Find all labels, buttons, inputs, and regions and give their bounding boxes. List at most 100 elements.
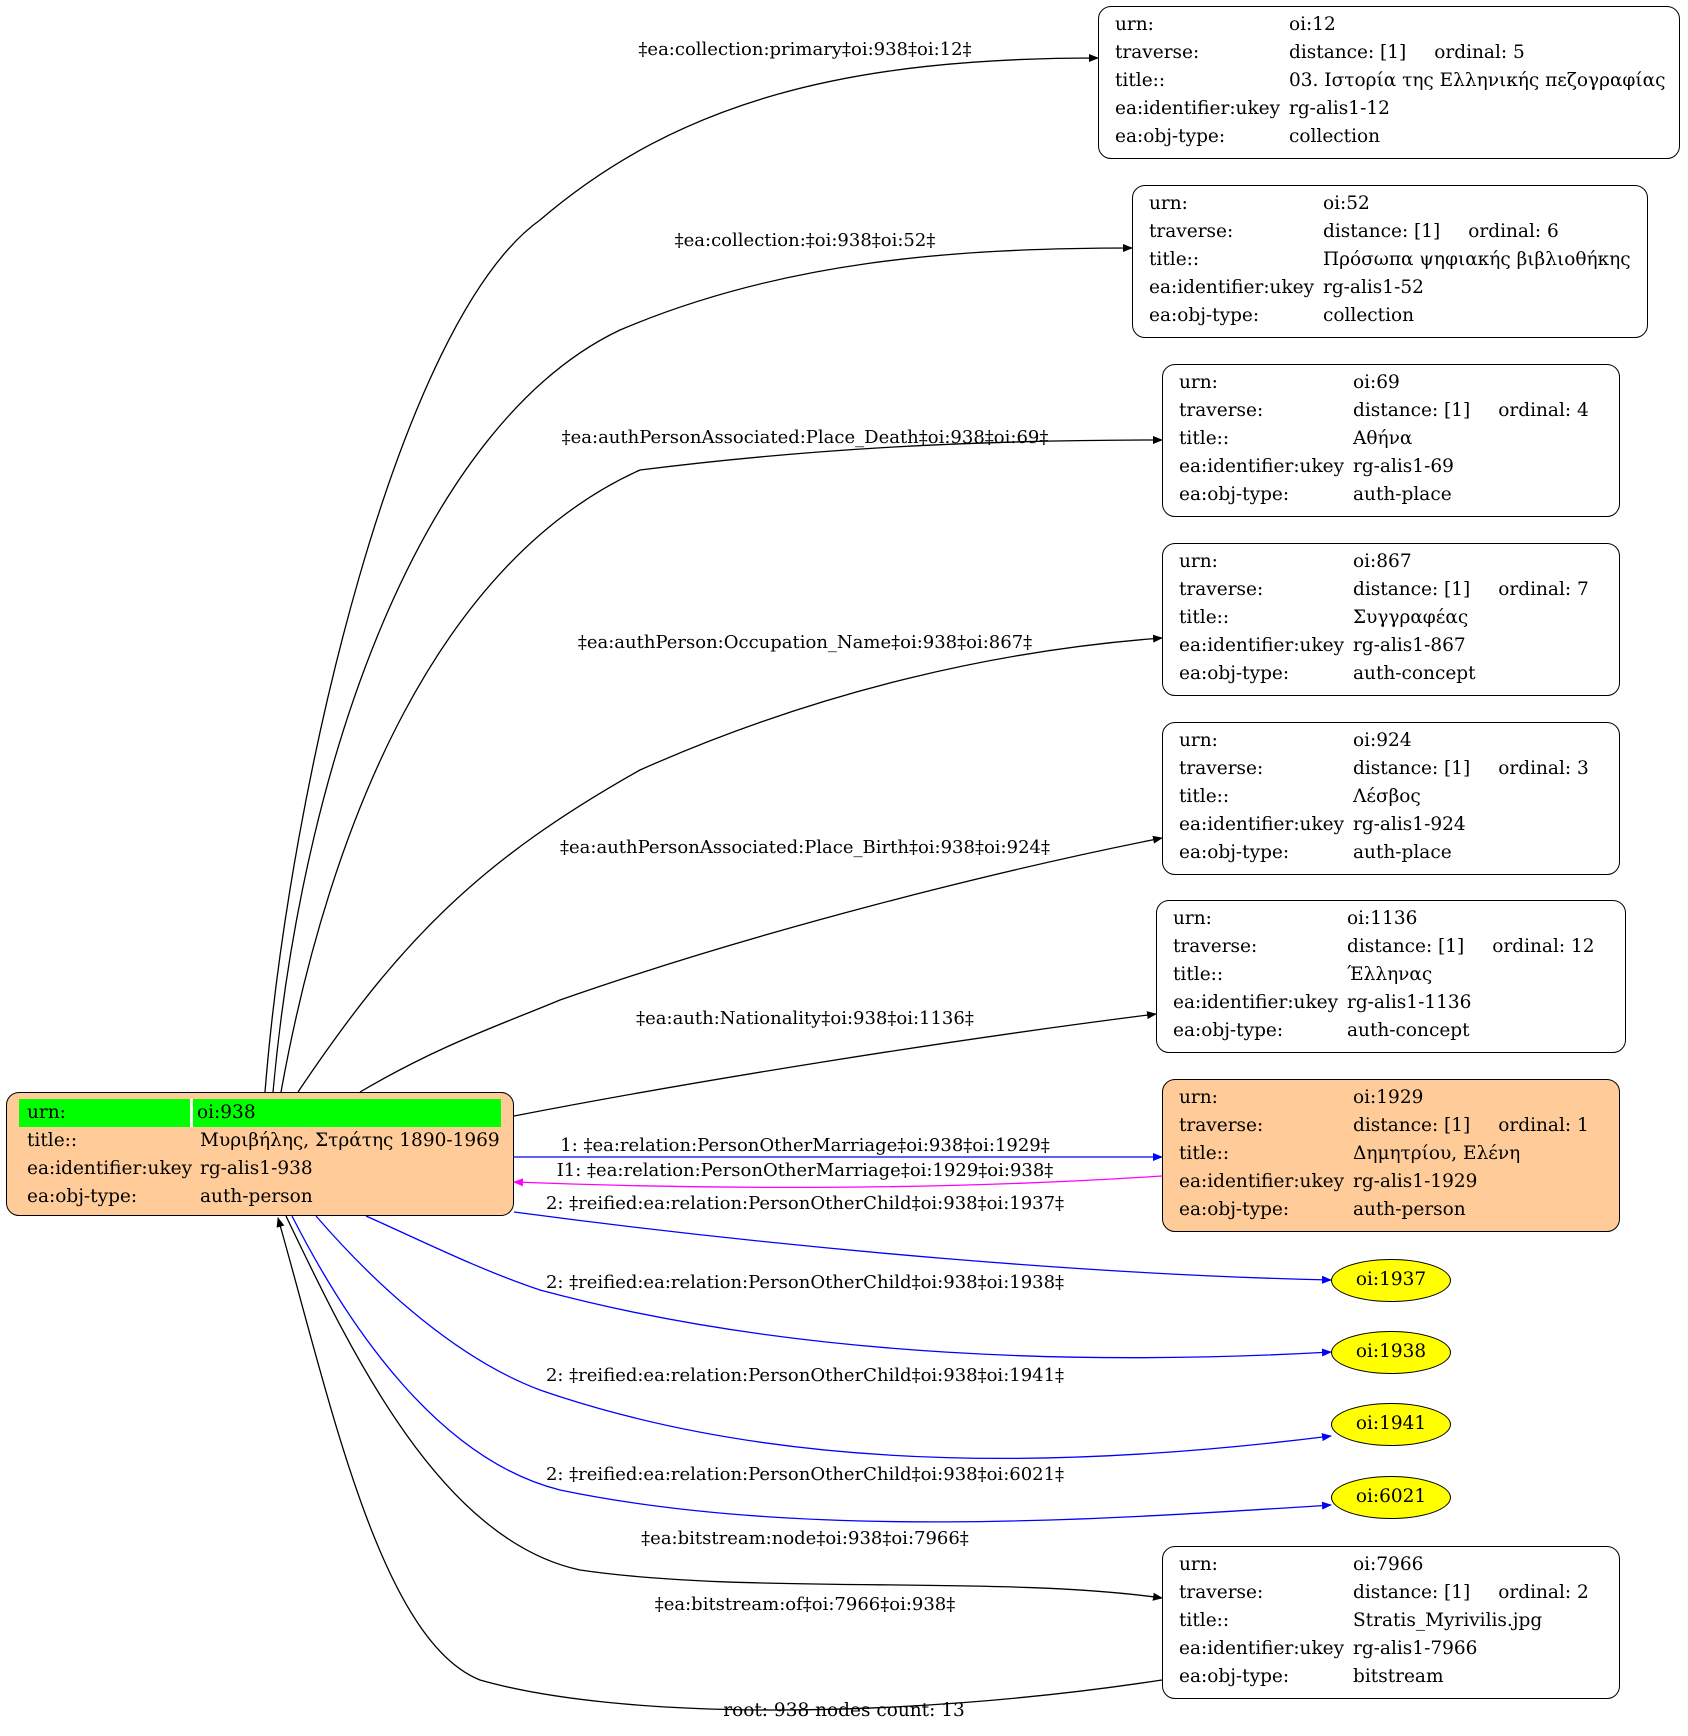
field-label-ukey: ea:identifier:ukey <box>1173 992 1339 1013</box>
graph-footer: root: 938 nodes count: 13 <box>723 1700 965 1721</box>
node-oi1136[interactable]: urn:oi:1136 traverse:distance: [1]ordina… <box>1156 900 1626 1053</box>
field-label-urn: urn: <box>1179 1554 1218 1575</box>
node-ukey: rg-alis1-7966 <box>1353 1638 1478 1659</box>
node-oi924[interactable]: urn:oi:924 traverse:distance: [1]ordinal… <box>1162 722 1620 875</box>
ellipse-node-oi1941[interactable]: oi:1941 <box>1331 1403 1451 1446</box>
node-ordinal: ordinal: 3 <box>1498 758 1589 779</box>
field-label-ukey: ea:identifier:ukey <box>1149 277 1315 298</box>
edge-label-collection: ‡ea:collection:‡oi:938‡oi:52‡ <box>675 230 936 251</box>
node-ordinal: ordinal: 5 <box>1434 42 1525 63</box>
field-label-title: title:: <box>1179 1143 1230 1164</box>
field-label-traverse: traverse: <box>1179 758 1264 779</box>
node-oi1929[interactable]: urn:oi:1929 traverse:distance: [1]ordina… <box>1162 1079 1620 1232</box>
node-urn: oi:69 <box>1353 372 1400 393</box>
edge-label-occupation: ‡ea:authPerson:Occupation_Name‡oi:938‡oi… <box>578 632 1032 653</box>
node-ukey: rg-alis1-52 <box>1323 277 1424 298</box>
node-title: Πρόσωπα ψηφιακής βιβλιοθήκης <box>1323 249 1631 270</box>
field-label-urn: urn: <box>1179 1087 1218 1108</box>
node-urn: oi:1136 <box>1347 908 1418 929</box>
field-label-traverse: traverse: <box>1179 579 1264 600</box>
node-obj-type: collection <box>1289 126 1381 147</box>
node-urn: oi:924 <box>1353 730 1412 751</box>
field-label-ukey: ea:identifier:ukey <box>1179 1638 1345 1659</box>
root-row-urn: urn: oi:938 <box>19 1099 501 1127</box>
node-oi7966[interactable]: urn:oi:7966 traverse:distance: [1]ordina… <box>1162 1546 1620 1699</box>
field-label-title: title:: <box>1179 607 1230 628</box>
edge-label-bitstream-of: ‡ea:bitstream:of‡oi:7966‡oi:938‡ <box>655 1594 956 1615</box>
field-label-obj-type: ea:obj-type: <box>1179 842 1290 863</box>
field-label-obj-type: ea:obj-type: <box>1149 305 1260 326</box>
field-label-obj-type: ea:obj-type: <box>1173 1020 1284 1041</box>
node-ordinal: ordinal: 6 <box>1468 221 1559 242</box>
root-row-ukey: ea:identifier:ukey rg-alis1-938 <box>19 1155 501 1183</box>
field-label-ukey: ea:identifier:ukey <box>1179 1171 1345 1192</box>
node-ordinal: ordinal: 7 <box>1498 579 1589 600</box>
node-distance: distance: [1] <box>1353 1115 1471 1136</box>
field-label-obj-type: ea:obj-type: <box>1179 484 1290 505</box>
node-obj-type: collection <box>1323 305 1415 326</box>
field-label-ukey: ea:identifier:ukey <box>1179 456 1345 477</box>
node-distance: distance: [1] <box>1353 400 1471 421</box>
field-label-urn: urn: <box>1179 551 1218 572</box>
node-title: Έλληνας <box>1347 964 1433 985</box>
field-label-traverse: traverse: <box>1179 400 1264 421</box>
node-ukey: rg-alis1-924 <box>1353 814 1466 835</box>
ellipse-node-oi6021[interactable]: oi:6021 <box>1331 1476 1451 1519</box>
ellipse-node-oi1938[interactable]: oi:1938 <box>1331 1331 1451 1374</box>
edge-label-child-1937: 2: ‡reified:ea:relation:PersonOtherChild… <box>546 1193 1064 1214</box>
node-obj-type: auth-place <box>1353 484 1452 505</box>
field-label-title: title:: <box>1179 1610 1230 1631</box>
node-distance: distance: [1] <box>1353 1582 1471 1603</box>
edge-root-to-oi924 <box>359 835 1163 1093</box>
field-label-traverse: traverse: <box>1179 1115 1264 1136</box>
edge-label-bitstream-node: ‡ea:bitstream:node‡oi:938‡oi:7966‡ <box>641 1528 969 1549</box>
edge-label-collection-primary: ‡ea:collection:primary‡oi:938‡oi:12‡ <box>638 39 971 60</box>
field-label-title: title:: <box>1179 786 1230 807</box>
node-oi867[interactable]: urn:oi:867 traverse:distance: [1]ordinal… <box>1162 543 1620 696</box>
field-label-urn: urn: <box>1115 14 1154 35</box>
field-label-obj-type: ea:obj-type: <box>1179 1666 1290 1687</box>
node-distance: distance: [1] <box>1289 42 1407 63</box>
field-label-title: title:: <box>1173 964 1224 985</box>
edge-root-to-oi1941 <box>315 1215 1332 1460</box>
node-oi12[interactable]: urn:oi:12 traverse:distance: [1]ordinal:… <box>1098 6 1680 159</box>
ellipse-node-oi1937[interactable]: oi:1937 <box>1331 1259 1451 1302</box>
edge-root-to-oi1938 <box>365 1215 1332 1359</box>
field-label-traverse: traverse: <box>1179 1582 1264 1603</box>
node-title: Stratis_Myrivilis.jpg <box>1353 1610 1543 1631</box>
node-obj-type: auth-place <box>1353 842 1452 863</box>
node-ordinal: ordinal: 4 <box>1498 400 1589 421</box>
root-key-title: title:: <box>27 1130 78 1151</box>
edge-root-to-oi52 <box>272 244 1133 1093</box>
field-label-urn: urn: <box>1179 372 1218 393</box>
edge-label-place-death: ‡ea:authPersonAssociated:Place_Death‡oi:… <box>562 427 1049 448</box>
root-node-oi938[interactable]: urn: oi:938 title:: Μυριβήλης, Στράτης 1… <box>6 1092 514 1216</box>
edge-root-to-oi69 <box>280 436 1163 1093</box>
node-distance: distance: [1] <box>1347 936 1465 957</box>
root-value-title: Μυριβήλης, Στράτης 1890-1969 <box>200 1130 500 1151</box>
node-oi69[interactable]: urn: oi:69 traverse: distance: [1] ordinal:… <box>1162 364 1620 517</box>
node-title: Συγγραφέας <box>1353 607 1469 628</box>
node-distance: distance: [1] <box>1353 579 1471 600</box>
field-label-urn: urn: <box>1179 730 1218 751</box>
edge-root-to-oi1937 <box>513 1211 1332 1284</box>
node-ukey: rg-alis1-867 <box>1353 635 1466 656</box>
field-label-title: title:: <box>1149 249 1200 270</box>
node-ordinal: ordinal: 2 <box>1498 1582 1589 1603</box>
field-label-obj-type: ea:obj-type: <box>1179 1199 1290 1220</box>
field-label-traverse: traverse: <box>1149 221 1234 242</box>
field-label-ukey: ea:identifier:ukey <box>1115 98 1281 119</box>
edge-root-to-oi6021 <box>291 1215 1332 1523</box>
node-distance: distance: [1] <box>1323 221 1441 242</box>
edge-oi7966-to-root <box>276 1217 1163 1711</box>
node-oi52[interactable]: urn:oi:52 traverse:distance: [1]ordinal:… <box>1132 185 1648 338</box>
node-urn: oi:1929 <box>1353 1087 1424 1108</box>
field-label-ukey: ea:identifier:ukey <box>1179 635 1345 656</box>
node-title: 03. Ιστορία της Ελληνικής πεζογραφίας <box>1289 70 1666 91</box>
node-urn: oi:52 <box>1323 193 1370 214</box>
node-ukey: rg-alis1-12 <box>1289 98 1390 119</box>
node-title: Αθήνα <box>1353 428 1413 449</box>
edge-root-to-oi867 <box>297 634 1163 1093</box>
